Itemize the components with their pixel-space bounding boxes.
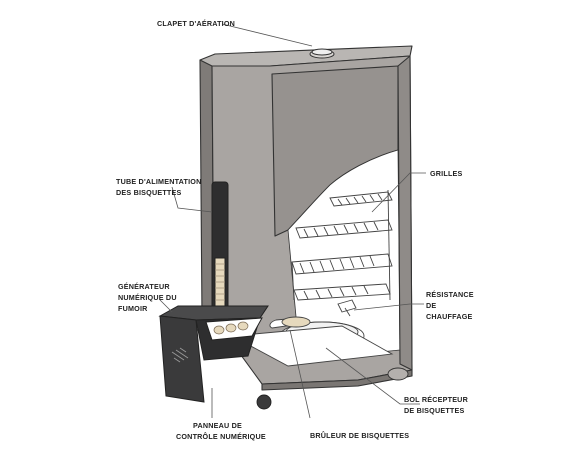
label-panel-line2: CONTRÔLE NUMÉRIQUE	[176, 432, 266, 441]
grilles-racks	[291, 189, 393, 301]
label-bowl-line1: BOL RÉCEPTEUR	[404, 395, 469, 404]
smoker-cabinet	[199, 45, 413, 391]
label-heating-line1: RÉSISTANCE	[426, 290, 474, 299]
cabinet-foot-left	[256, 394, 272, 410]
cabinet-right-edge	[397, 55, 413, 371]
cabinet-foot-right	[387, 367, 409, 381]
puck-feed-tube	[211, 181, 229, 319]
label-feed-tube-line2: DES BISQUETTES	[116, 188, 182, 197]
heating-element	[337, 299, 357, 317]
label-burner: BRÛLEUR DE BISQUETTES	[310, 431, 409, 440]
label-grilles: GRILLES	[430, 169, 463, 178]
leader-lines	[159, 23, 426, 419]
puck-burner	[269, 316, 311, 329]
drip-tray	[230, 325, 394, 367]
label-panel-line1: PANNEAU DE	[193, 421, 242, 430]
label-heating-line3: CHAUFFAGE	[426, 312, 473, 321]
label-heating-line2: DE	[426, 301, 436, 310]
smoke-generator	[158, 305, 269, 403]
vent-damper	[309, 48, 335, 59]
label-generator-line1: GÉNÉRATEUR	[118, 282, 170, 291]
label-vent: CLAPET D'AÉRATION	[157, 19, 235, 28]
cabinet-bottom-lip	[261, 369, 413, 391]
label-feed-tube-line1: TUBE D'ALIMENTATION	[116, 177, 202, 186]
label-generator-line2: NUMÉRIQUE DU	[118, 293, 177, 302]
label-bowl-line2: DE BISQUETTES	[404, 406, 465, 415]
label-generator-line3: FUMOIR	[118, 304, 148, 313]
